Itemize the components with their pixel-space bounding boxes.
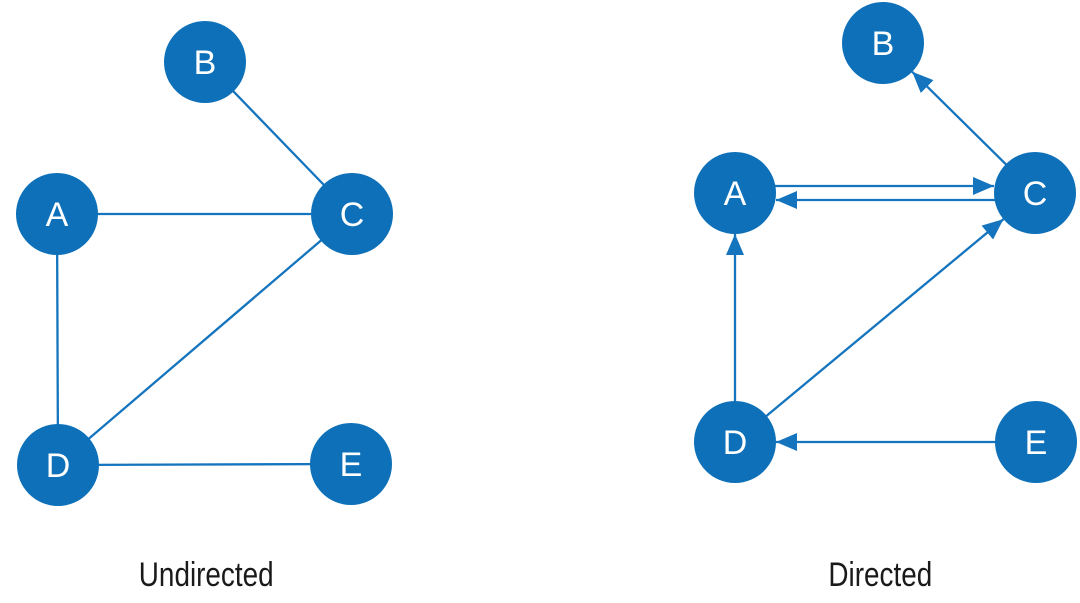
node-C-circle [311, 173, 393, 255]
node-E-circle [310, 423, 392, 505]
node-D: D [694, 401, 776, 483]
node-A: A [16, 173, 98, 255]
node-C-label: C [1023, 175, 1048, 213]
node-E-label: E [340, 446, 363, 484]
node-B-circle [164, 21, 246, 103]
node-C-label: C [340, 196, 365, 234]
node-C: C [994, 152, 1076, 234]
edge-A-D [55, 213, 60, 466]
caption-undirected-text: Undirected [138, 556, 274, 594]
node-B-label: B [194, 44, 217, 82]
caption-directed-text: Directed [828, 556, 932, 594]
node-D: D [17, 424, 99, 506]
node-B: B [842, 2, 924, 84]
node-B-circle [842, 2, 924, 84]
node-A: A [694, 152, 776, 234]
edge-D-E [57, 462, 352, 467]
node-E: E [310, 423, 392, 505]
node-E-label: E [1025, 424, 1048, 462]
node-C: C [311, 173, 393, 255]
node-D-label: D [723, 424, 748, 462]
node-A-label: A [724, 175, 747, 213]
edge-D-C [57, 213, 353, 466]
node-A-label: A [46, 196, 69, 234]
caption-directed: Directed [730, 556, 1030, 595]
node-D-label: D [46, 447, 71, 485]
caption-undirected: Undirected [56, 556, 356, 595]
node-D-circle [694, 401, 776, 483]
undirected-graph: A B C D E [16, 21, 393, 506]
node-B-label: B [872, 25, 895, 63]
node-C-circle [994, 152, 1076, 234]
directed-graph: A B C D E [694, 2, 1077, 483]
node-B: B [164, 21, 246, 103]
node-A-circle [16, 173, 98, 255]
node-E: E [995, 401, 1077, 483]
node-D-circle [17, 424, 99, 506]
node-A-circle [694, 152, 776, 234]
edge-D-C [734, 218, 1005, 443]
node-E-circle [995, 401, 1077, 483]
